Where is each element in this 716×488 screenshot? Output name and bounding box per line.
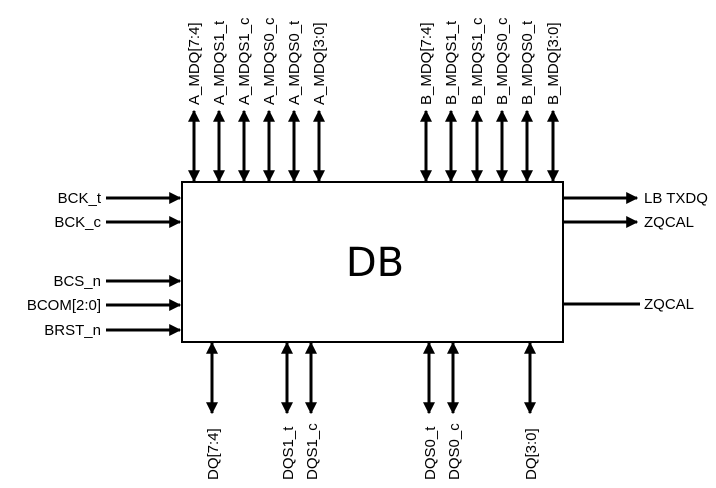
signal-label-zqcal: ZQCAL [644, 296, 694, 313]
signal-label-b-mdqs1-t: B_MDQS1_t [443, 20, 460, 105]
signal-label-dqs1-t: DQS1_t [280, 426, 297, 480]
signal-label-b-mdqs0-c: B_MDQS0_c [494, 17, 511, 105]
signal-label-a-mdq-3-0: A_MDQ[3:0] [311, 22, 328, 105]
signal-label-dq-3-0: DQ[3:0] [523, 428, 540, 480]
signal-label-zqcal-out: ZQCAL [644, 214, 694, 231]
signal-label-a-mdq-7-4: A_MDQ[7:4] [186, 22, 203, 105]
signal-label-b-mdq-3-0: B_MDQ[3:0] [545, 22, 562, 105]
signal-label-bcs-n: BCS_n [53, 273, 101, 290]
db-block-label: DB [346, 240, 404, 286]
right-signals: LB TXDQ ZQCAL ZQCAL [564, 190, 708, 313]
top-right-signals: B_MDQ[7:4] B_MDQS1_t B_MDQS1_c B_MDQS0_c… [418, 17, 562, 183]
top-left-signals: A_MDQ[7:4] A_MDQS1_t A_MDQS1_c A_MDQS0_c… [186, 17, 328, 183]
signal-label-dq-7-4: DQ[7:4] [205, 428, 222, 480]
signal-label-dqs1-c: DQS1_c [304, 423, 321, 480]
signal-label-bck-c: BCK_c [54, 214, 101, 231]
signal-label-a-mdqs1-c: A_MDQS1_c [236, 17, 253, 105]
signal-label-lb-txdq: LB TXDQ [644, 190, 708, 207]
bottom-signals: DQ[7:4] DQS1_t DQS1_c DQS0_t DQS0_c DQ[3… [205, 341, 540, 480]
signal-label-bcom-2-0: BCOM[2:0] [27, 297, 101, 314]
signal-label-brst-n: BRST_n [44, 322, 101, 339]
signal-label-a-mdqs0-c: A_MDQS0_c [261, 17, 278, 105]
signal-label-b-mdq-7-4: B_MDQ[7:4] [418, 22, 435, 105]
signal-label-a-mdqs0-t: A_MDQS0_t [286, 20, 303, 105]
signal-label-dqs0-c: DQS0_c [446, 423, 463, 480]
left-signals: BCK_t BCK_c BCS_n BCOM[2:0] BRST_n [27, 190, 182, 339]
db-block [181, 181, 564, 343]
signal-label-bck-t: BCK_t [58, 190, 102, 207]
signal-label-dqs0-t: DQS0_t [422, 426, 439, 480]
signal-label-b-mdqs1-c: B_MDQS1_c [469, 17, 486, 105]
signal-label-b-mdqs0-t: B_MDQS0_t [519, 20, 536, 105]
signal-label-a-mdqs1-t: A_MDQS1_t [211, 20, 228, 105]
